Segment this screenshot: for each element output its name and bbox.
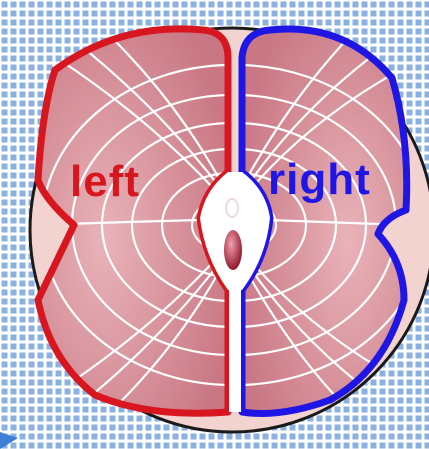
midline-gap	[229, 290, 241, 412]
central-spot	[224, 230, 242, 270]
left-label: left	[70, 157, 140, 206]
right-label: right	[268, 155, 371, 204]
